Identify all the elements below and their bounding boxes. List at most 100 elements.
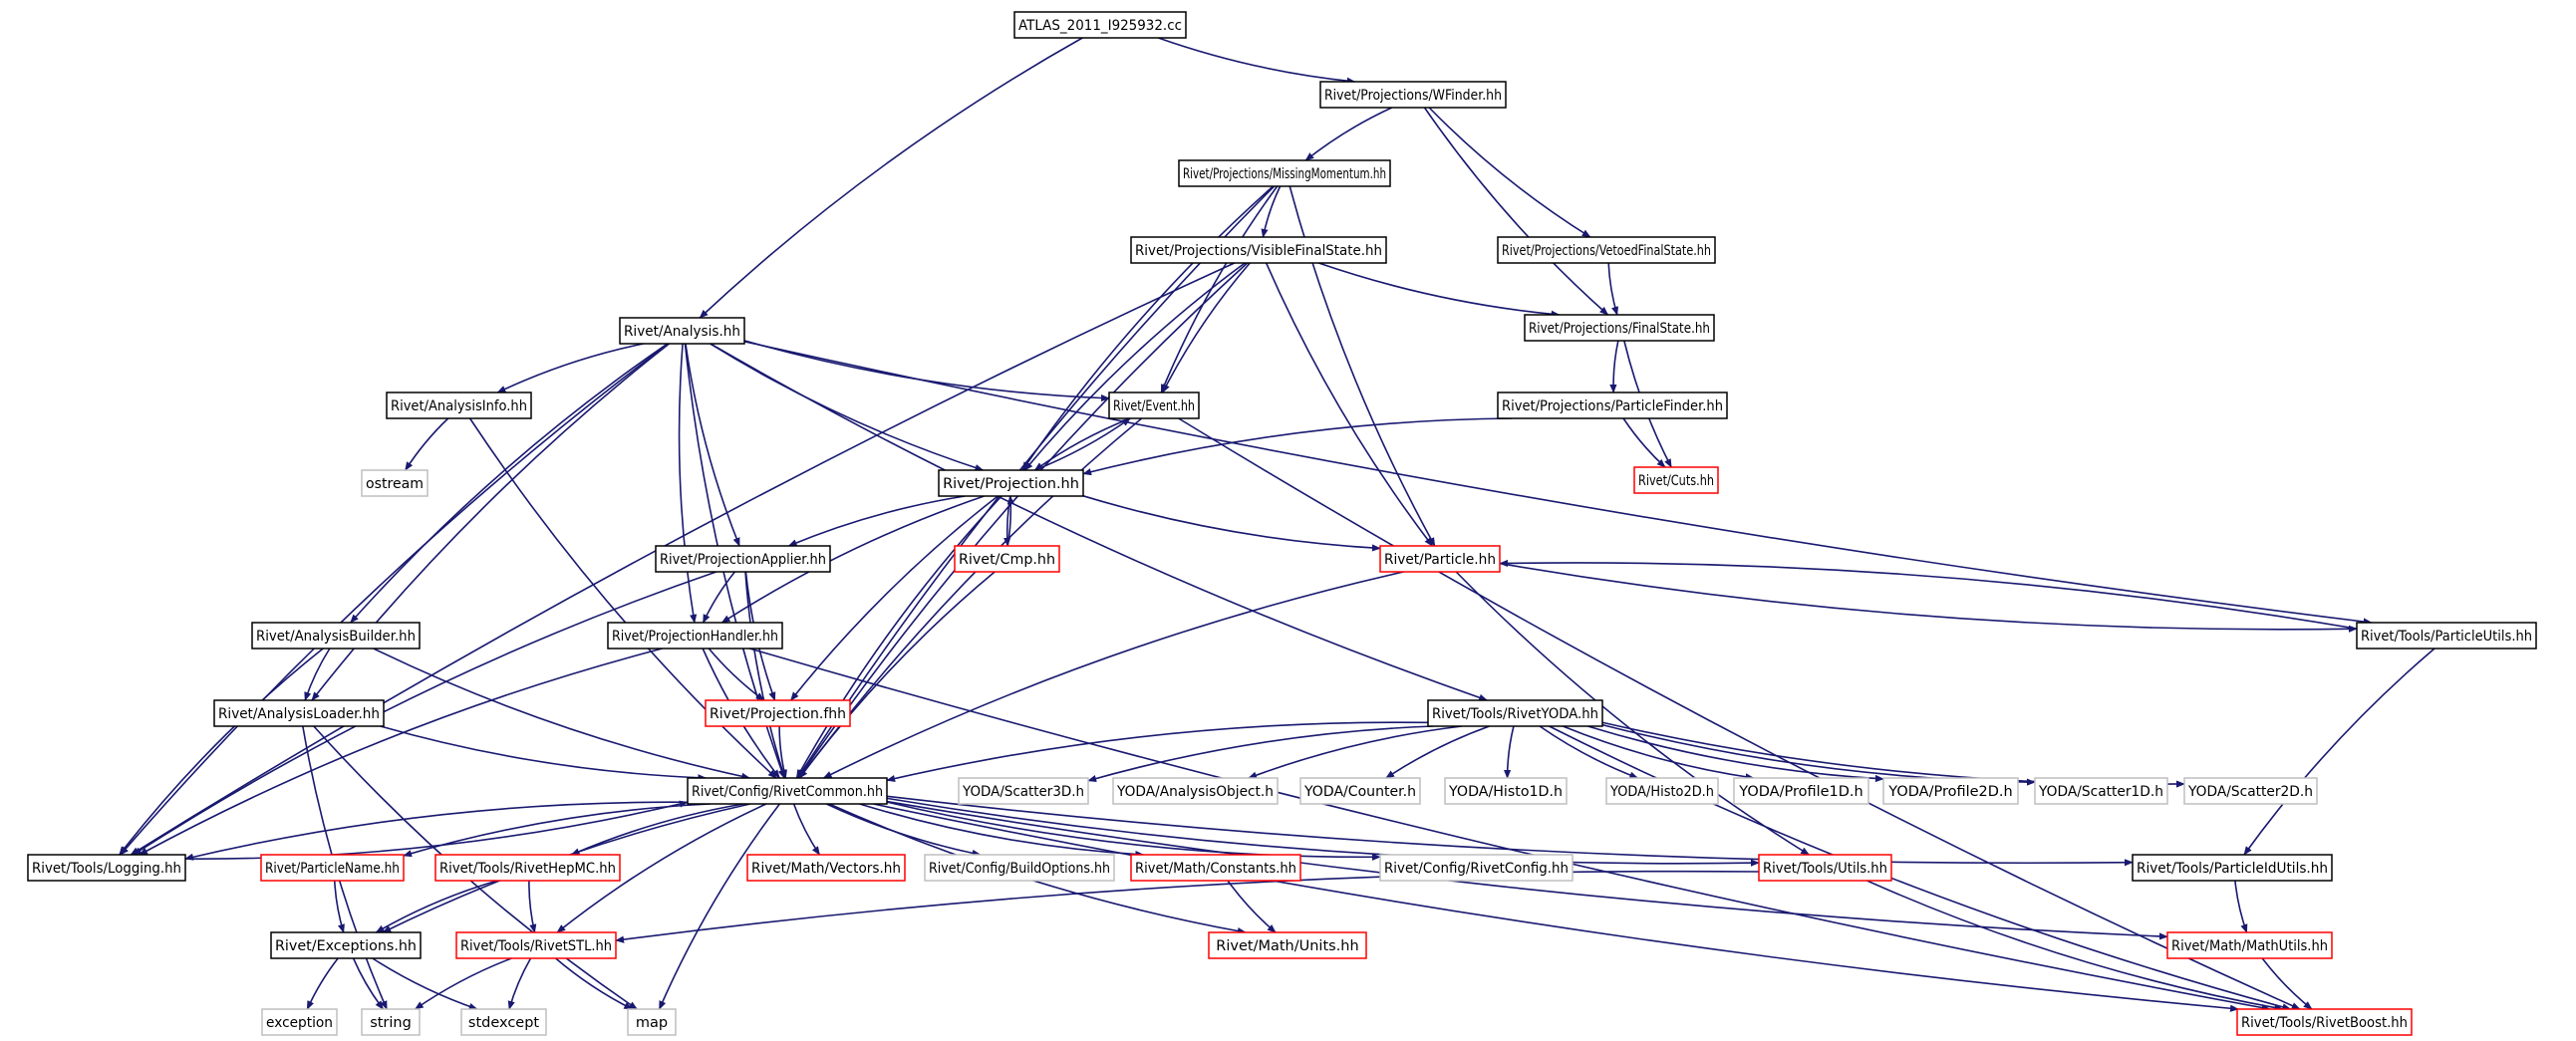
edge-anabuilder-to-analoader: [304, 648, 331, 701]
edge-event-to-projection: [1033, 417, 1131, 471]
node-buildopt: Rivet/Config/BuildOptions.hh: [924, 854, 1115, 882]
node-box: [746, 854, 906, 882]
node-particle[interactable]: Rivet/Particle.hh: [1379, 545, 1501, 573]
node-analoader[interactable]: Rivet/AnalysisLoader.hh: [213, 699, 385, 727]
node-putils[interactable]: Rivet/Tools/ParticleUtils.hh: [2356, 622, 2537, 650]
node-vectors[interactable]: Rivet/Math/Vectors.hh: [746, 854, 906, 882]
node-anaobj: YODA/AnalysisObject.h: [1112, 777, 1279, 805]
node-box: [2236, 1008, 2413, 1036]
node-label: Rivet/Projections/FinalState.hh: [1529, 321, 1710, 337]
node-projhandler[interactable]: Rivet/ProjectionHandler.hh: [607, 622, 783, 650]
node-label: exception: [266, 1015, 333, 1031]
node-anainfo[interactable]: Rivet/AnalysisInfo.hh: [386, 391, 532, 419]
node-wfinder[interactable]: Rivet/Projections/WFinder.hh: [1319, 81, 1507, 109]
node-label: Rivet/Math/Units.hh: [1216, 938, 1358, 954]
node-label: Rivet/Projections/MissingMomentum.hh: [1183, 166, 1386, 182]
node-label: Rivet/Projection.fhh: [710, 706, 846, 722]
edge-rivetyoda-to-profile2d: [1587, 725, 1884, 783]
node-box: [1108, 391, 1200, 419]
edge-missmom-to-visfs: [1261, 185, 1282, 238]
node-pfinder[interactable]: Rivet/Projections/ParticleFinder.hh: [1497, 391, 1728, 419]
node-box: [607, 622, 783, 650]
node-exceptions[interactable]: Rivet/Exceptions.hh: [270, 931, 422, 959]
node-visfs[interactable]: Rivet/Projections/VisibleFinalState.hh: [1130, 236, 1387, 264]
node-ostream: ostream: [361, 469, 429, 497]
node-label: YODA/Profile2D.h: [1887, 784, 2012, 800]
node-label: Rivet/Cuts.hh: [1638, 473, 1714, 489]
edge-projhandler-to-projfhh: [708, 648, 765, 701]
node-root[interactable]: ATLAS_2011_I925932.cc: [1013, 11, 1187, 39]
node-mathutils[interactable]: Rivet/Math/MathUtils.hh: [2166, 931, 2333, 959]
node-rivetboost[interactable]: Rivet/Tools/RivetBoost.hh: [2236, 1008, 2413, 1036]
node-common[interactable]: Rivet/Config/RivetCommon.hh: [687, 777, 888, 805]
node-utils[interactable]: Rivet/Tools/Utils.hh: [1758, 854, 1892, 882]
edge-analysis-to-projhandler: [678, 343, 698, 624]
node-profile1d: YODA/Profile1D.h: [1733, 777, 1869, 805]
node-vetoed[interactable]: Rivet/Projections/VetoedFinalState.hh: [1497, 236, 1716, 264]
node-label: YODA/Scatter3D.h: [962, 784, 1084, 800]
node-box: [1299, 777, 1421, 805]
node-constants[interactable]: Rivet/Math/Constants.hh: [1130, 854, 1301, 882]
edge-hepmc-to-rivetstl: [528, 880, 537, 933]
edge-analysis-to-rivetyoda: [710, 343, 1489, 701]
edge-visfs-to-event: [1162, 262, 1251, 393]
edge-visfs-to-particle: [1265, 262, 1434, 547]
node-profile2d: YODA/Profile2D.h: [1882, 777, 2019, 805]
node-label: Rivet/Math/MathUtils.hh: [2171, 938, 2328, 954]
edge-common-to-logging: [184, 801, 689, 861]
node-scatter3d: YODA/Scatter3D.h: [958, 777, 1089, 805]
edge-root-to-wfinder: [1158, 37, 1356, 85]
node-pname[interactable]: Rivet/ParticleName.hh: [260, 854, 405, 882]
edge-common-to-utils: [886, 797, 1760, 867]
edge-common-to-constants: [859, 803, 1145, 859]
edge-projection-to-particle: [1082, 495, 1381, 552]
node-projfhh[interactable]: Rivet/Projection.fhh: [705, 699, 851, 727]
node-scatter2d: YODA/Scatter2D.h: [2183, 777, 2318, 805]
edge-rivetyoda-to-profile1d: [1563, 725, 1755, 781]
node-logging[interactable]: Rivet/Tools/Logging.hh: [27, 854, 186, 882]
node-anabuilder[interactable]: Rivet/AnalysisBuilder.hh: [251, 622, 421, 650]
edge-putils-to-particle: [1499, 559, 2358, 630]
node-missmom[interactable]: Rivet/Projections/MissingMomentum.hh: [1178, 159, 1391, 187]
node-label: Rivet/AnalysisLoader.hh: [218, 706, 380, 722]
edge-projhandler-to-logging: [139, 648, 663, 856]
node-label: Rivet/Math/Constants.hh: [1135, 861, 1296, 877]
edge-common-to-hepmc: [570, 803, 744, 856]
edge-analysis-to-projapplier: [685, 343, 740, 547]
node-box: [1013, 11, 1187, 39]
node-cmp[interactable]: Rivet/Cmp.hh: [954, 545, 1060, 573]
node-label: YODA/Scatter1D.h: [2038, 784, 2163, 800]
node-label: ostream: [366, 476, 424, 492]
node-rivetyoda[interactable]: Rivet/Tools/RivetYODA.hh: [1427, 699, 1603, 727]
node-projapplier[interactable]: Rivet/ProjectionApplier.hh: [655, 545, 831, 573]
node-box: [460, 1008, 547, 1036]
edge-anabuilder-to-logging: [119, 648, 324, 856]
edge-particle-to-putils: [1499, 562, 2358, 633]
edge-projapplier-to-logging: [133, 571, 716, 856]
node-label: Rivet/Config/RivetConfig.hh: [1384, 861, 1569, 877]
edge-common-to-map: [658, 803, 781, 1010]
node-label: map: [636, 1015, 668, 1031]
node-box: [455, 931, 617, 959]
node-event[interactable]: Rivet/Event.hh: [1108, 391, 1200, 419]
node-box: [1379, 545, 1501, 573]
edge-rivetyoda-to-rivetboost: [1549, 725, 2292, 1011]
node-label: YODA/Profile1D.h: [1738, 784, 1862, 800]
node-label: Rivet/Config/BuildOptions.hh: [929, 861, 1110, 877]
node-pidutils[interactable]: Rivet/Tools/ParticleIdUtils.hh: [2132, 854, 2333, 882]
node-units[interactable]: Rivet/Math/Units.hh: [1208, 931, 1367, 959]
node-projection[interactable]: Rivet/Projection.hh: [938, 469, 1084, 497]
edge-utils-to-rivetstl: [615, 870, 1760, 943]
edge-common-to-rivetboost: [873, 803, 2239, 1012]
node-label: string: [370, 1015, 412, 1031]
edge-mathutils-to-rivetboost: [2261, 957, 2313, 1010]
node-box: [386, 391, 532, 419]
node-box: [958, 777, 1089, 805]
node-cuts[interactable]: Rivet/Cuts.hh: [1633, 466, 1719, 494]
node-box: [1497, 391, 1728, 419]
node-finalstate[interactable]: Rivet/Projections/FinalState.hh: [1524, 314, 1715, 342]
node-rivetstl[interactable]: Rivet/Tools/RivetSTL.hh: [455, 931, 617, 959]
node-hepmc[interactable]: Rivet/Tools/RivetHepMC.hh: [434, 854, 621, 882]
node-analysis[interactable]: Rivet/Analysis.hh: [619, 317, 745, 345]
edge-cmp-to-projection: [1006, 495, 1014, 547]
